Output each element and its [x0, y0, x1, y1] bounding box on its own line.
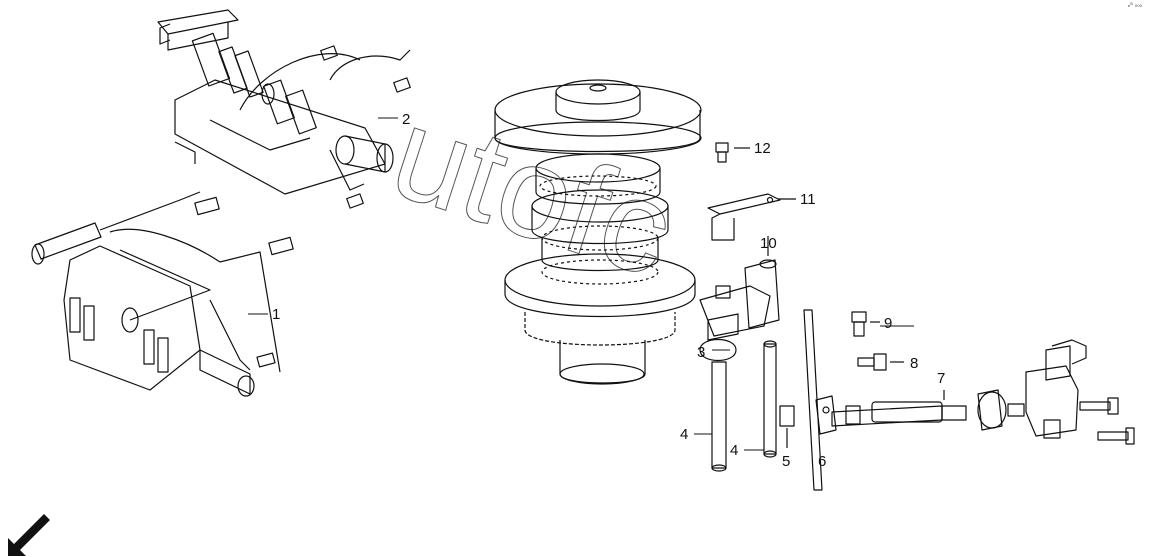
callout-10: 10: [760, 235, 777, 252]
part-3-shift-arm: [699, 338, 737, 472]
callout-labels: 1 2 3 4 4 5 6 7 8 9 10 11 12: [272, 111, 945, 470]
callout-7: 7: [937, 370, 945, 387]
callout-8: 8: [910, 355, 918, 372]
corner-mark: ₑᴮ ₀₀₀: [1127, 2, 1142, 9]
callout-3: 3: [697, 344, 705, 361]
part-2-shift-fork-upper: [157, 9, 411, 209]
callout-2: 2: [402, 111, 410, 128]
callout-4-right: 4: [730, 442, 738, 459]
part-9-bolt: [851, 311, 880, 337]
shift-drum-gear-assembly: [494, 79, 702, 385]
part-8-bolt: [857, 353, 904, 371]
watermark: utofc: [377, 78, 690, 304]
callout-6: 6: [818, 453, 826, 470]
part-10-bracket: [699, 236, 780, 341]
shift-housing-assembly: [977, 339, 1135, 445]
callout-12: 12: [754, 140, 771, 157]
part-4-pin-right: [763, 340, 777, 458]
part-7-shift-shaft: [831, 390, 967, 427]
part-6-guide-plate: [803, 309, 837, 491]
part-1-shift-fork-lower: [31, 191, 294, 397]
callout-9: 9: [884, 315, 892, 332]
leader-lines: [248, 117, 914, 451]
part-12-bolt: [715, 142, 750, 163]
part-11-stopper-plate: [707, 193, 796, 241]
part-5-spacer: [779, 405, 795, 448]
callout-1: 1: [272, 306, 280, 323]
arrow-down-left-icon: [8, 514, 50, 556]
callout-5: 5: [782, 453, 790, 470]
callout-11: 11: [800, 191, 816, 208]
callout-4-left: 4: [680, 426, 688, 443]
